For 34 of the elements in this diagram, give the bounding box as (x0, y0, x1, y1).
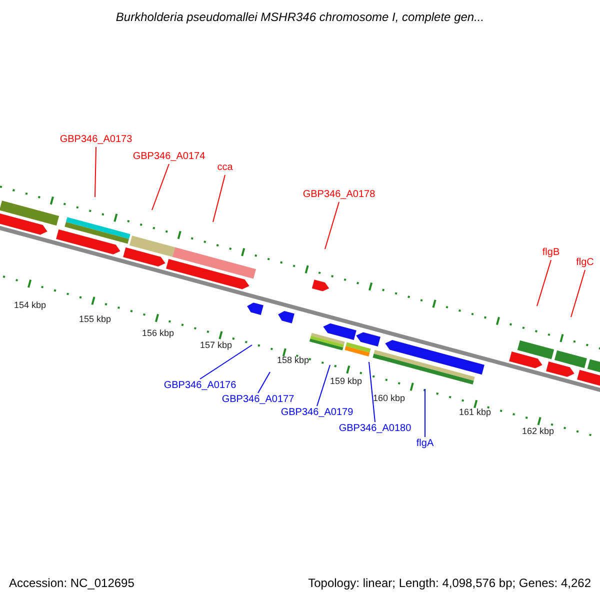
title: Burkholderia pseudomallei MSHR346 chromosome I, complete gen... (116, 10, 484, 25)
scale-label: 162 kbp (522, 425, 554, 437)
gene-label: GBP346_A0174 (132, 151, 206, 163)
gene-label: GBP346_A0180 (338, 423, 412, 435)
gene-label: flgA (416, 438, 434, 450)
leader-line (536, 260, 552, 306)
gene-label: GBP346_A0179 (280, 407, 354, 419)
leader-line (368, 362, 376, 422)
scale-label: 157 kbp (200, 339, 232, 351)
accession-text: Accession: NC_012695 (9, 576, 134, 591)
leader-line (212, 174, 226, 222)
gene-label: cca (217, 162, 233, 174)
leader-line (316, 364, 330, 406)
gene-label: GBP346_A0176 (164, 380, 236, 392)
gene-label: flgC (576, 257, 594, 269)
leader-line (424, 388, 426, 438)
scale-label: 161 kbp (458, 406, 492, 418)
leader-line (570, 270, 586, 318)
leader-line (94, 146, 96, 198)
gene-label: GBP346_A0177 (222, 394, 294, 406)
gene-label: GBP346_A0178 (302, 189, 376, 201)
gene-label: GBP346_A0173 (60, 134, 132, 146)
scale-label: 158 kbp (276, 354, 310, 366)
leader-line (258, 372, 270, 394)
gene-label: flgB (542, 247, 560, 259)
leader-line (152, 164, 170, 210)
scale-label: 159 kbp (330, 375, 362, 387)
leader-line (200, 344, 252, 380)
scale-label: 155 kbp (78, 313, 112, 325)
scale-label: 160 kbp (372, 392, 406, 404)
genome-summary-text: Topology: linear; Length: 4,098,576 bp; Genes: 4,262 (308, 576, 591, 591)
leader-line (324, 202, 340, 250)
scale-label: 154 kbp (14, 299, 46, 311)
scale-label: 156 kbp (142, 327, 174, 339)
